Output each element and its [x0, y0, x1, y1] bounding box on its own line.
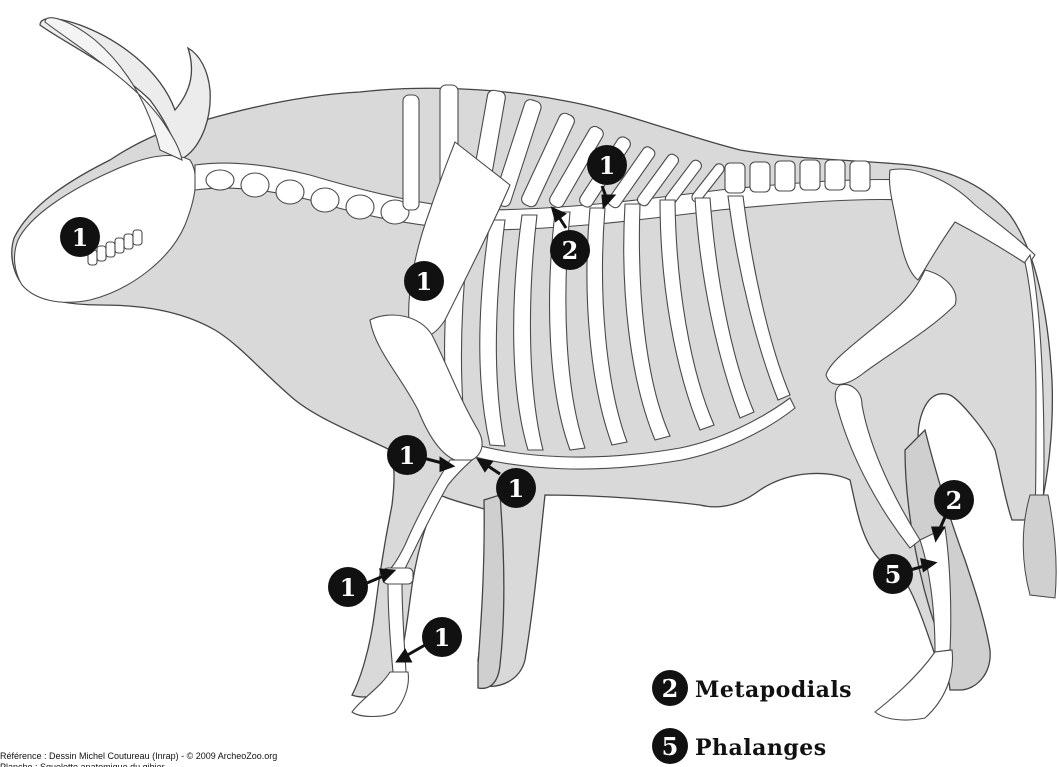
marker-thoracic-vertebra: 1	[587, 145, 627, 185]
svg-text:2: 2	[562, 236, 579, 265]
hind-phalanges	[875, 650, 953, 720]
svg-text:2: 2	[946, 486, 963, 515]
marker-carpal: 1	[328, 567, 368, 607]
marker-hind-phalanx: 5	[873, 554, 913, 594]
svg-text:5: 5	[662, 732, 679, 761]
legend-item-phalanges: 5 Phalanges	[652, 728, 827, 764]
marker-skull: 1	[60, 217, 100, 257]
legend-label-metapodials: Metapodials	[695, 677, 852, 703]
marker-elbow-right: 1	[496, 468, 536, 508]
marker-fore-phalanx: 1	[422, 617, 462, 657]
svg-text:1: 1	[599, 151, 616, 180]
svg-text:1: 1	[434, 623, 451, 652]
marker-scapula: 1	[404, 261, 444, 301]
svg-text:5: 5	[885, 560, 902, 589]
legend-label-phalanges: Phalanges	[695, 735, 827, 761]
svg-text:1: 1	[340, 573, 357, 602]
svg-text:1: 1	[508, 474, 525, 503]
tail-tuft	[1023, 495, 1056, 598]
marker-thoracic-vertebra-2: 2	[550, 230, 590, 270]
svg-text:1: 1	[72, 223, 89, 252]
legend: 2 Metapodials 5 Phalanges	[652, 670, 852, 764]
marker-hind-metapodial: 2	[934, 480, 974, 520]
legend-item-metapodials: 2 Metapodials	[652, 670, 852, 706]
svg-text:1: 1	[399, 441, 416, 470]
svg-text:1: 1	[416, 267, 433, 296]
credit-line-2: Planche : Squelette anatomique du gibier…	[0, 762, 172, 767]
marker-elbow-left: 1	[387, 435, 427, 475]
credit-line-1: Référence : Dessin Michel Coutureau (Inr…	[0, 751, 277, 761]
svg-text:2: 2	[662, 674, 679, 703]
